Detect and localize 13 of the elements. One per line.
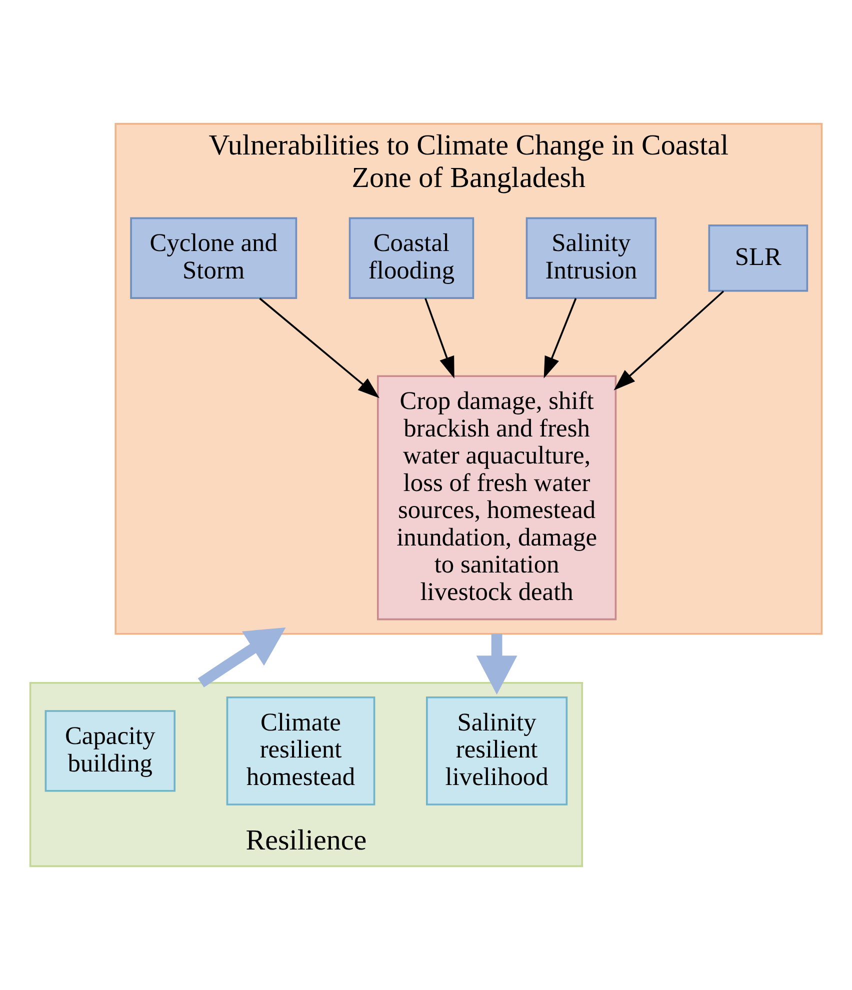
node-box: Crop damage, shift brackish and fresh water aquaculture, loss of fresh water sources, homestead inundation, damage to sanitation livestock death: [376, 375, 617, 620]
node-box: SLR: [708, 224, 808, 292]
node-box: Capacity building: [44, 710, 176, 792]
node-box: Cyclone and Storm: [130, 217, 298, 299]
arrow: [259, 298, 380, 398]
arrow: [424, 298, 454, 378]
arrow: [614, 290, 724, 390]
node-box: Salinity resilient livelihood: [426, 696, 568, 806]
node-box: Salinity Intrusion: [526, 217, 657, 299]
arrow: [544, 298, 577, 378]
node-box: Climate resilient homestead: [226, 696, 376, 806]
arrow: [476, 634, 518, 695]
node-box: Coastal flooding: [348, 217, 474, 299]
